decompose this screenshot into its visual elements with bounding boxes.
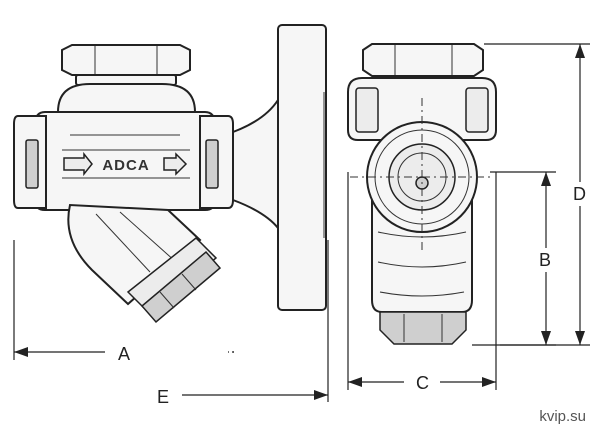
side-strainer-nut (140, 250, 222, 324)
flange-hub (232, 96, 279, 231)
front-hex-cap (362, 43, 484, 77)
side-hex-cap (61, 44, 191, 76)
dimension-c: C (347, 172, 497, 393)
watermark: kvip.su (539, 408, 586, 425)
dimension-b: B (472, 171, 556, 346)
svg-text:E: E (157, 387, 169, 407)
flange-view (232, 24, 327, 311)
dimension-d: D (484, 43, 590, 346)
side-view: ADCA (13, 44, 234, 324)
dimension-a: A (13, 240, 238, 364)
dimension-e: E (157, 240, 329, 407)
svg-text:A: A (118, 344, 130, 364)
flange-plate (277, 24, 327, 311)
svg-text:B: B (539, 250, 551, 270)
front-view (347, 43, 497, 345)
front-strainer-nut (379, 311, 467, 345)
front-upper-body (347, 77, 497, 141)
svg-text:C: C (416, 373, 429, 393)
svg-text:D: D (573, 184, 586, 204)
brand-text: ADCA (102, 157, 149, 174)
